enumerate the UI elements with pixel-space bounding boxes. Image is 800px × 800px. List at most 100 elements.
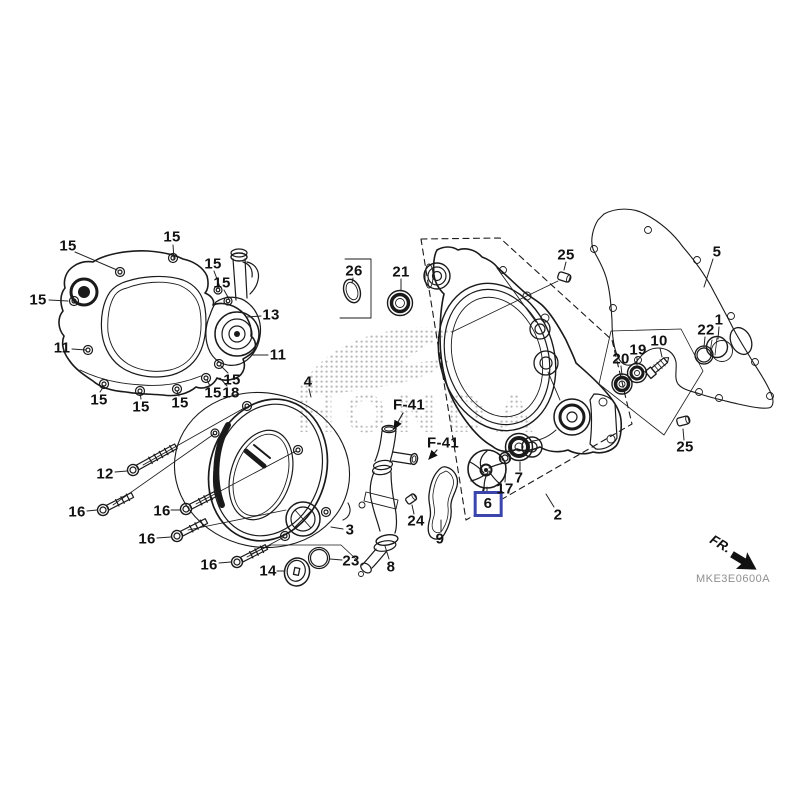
right-crankcase-cover-drawing [423, 246, 623, 458]
callout-12-14[interactable]: 12 [96, 465, 114, 483]
leader-line-24-35 [411, 504, 415, 515]
leader-line-18-13 [219, 377, 228, 387]
leader-line-17-37 [504, 465, 507, 483]
callout-15-12[interactable]: 15 [204, 384, 222, 402]
leader-line-3-21 [330, 526, 344, 530]
callout-25-32[interactable]: 25 [676, 438, 694, 456]
callout-15-4[interactable]: 15 [213, 274, 231, 292]
fr-label: FR. [707, 532, 733, 556]
clutch-cover-gasket-drawing [173, 391, 351, 549]
callout-6-36[interactable]: 6 [473, 491, 503, 517]
leader-line-15-0 [74, 251, 118, 271]
callout-24-35[interactable]: 24 [407, 512, 425, 530]
pump-gasket-9-drawing [427, 466, 459, 540]
callout-22-28[interactable]: 22 [697, 321, 715, 339]
leader-line-22-28 [703, 336, 706, 348]
leader-line-16-17 [156, 536, 172, 539]
callout-4-22[interactable]: 4 [303, 373, 313, 391]
leader-line-15-10 [139, 392, 142, 400]
leader-line-15-9 [99, 385, 105, 393]
callout-15-11[interactable]: 15 [171, 394, 189, 412]
bolt-12-drawing [126, 406, 247, 477]
callout-10-29[interactable]: 10 [650, 332, 668, 350]
callout-14-19[interactable]: 14 [259, 562, 277, 580]
oring-23-drawing [307, 546, 331, 570]
leader-line-15-1 [172, 244, 175, 260]
leader-line-15-12 [206, 379, 211, 387]
callout-21-24[interactable]: 21 [392, 263, 410, 281]
callout-23-20[interactable]: 23 [342, 552, 360, 570]
callout-11-6[interactable]: 11 [53, 339, 71, 357]
leader-line-26-23 [351, 277, 354, 284]
callout-11-7[interactable]: 11 [269, 346, 287, 364]
callout-15-10[interactable]: 15 [132, 398, 150, 416]
callout-1-27[interactable]: 1 [714, 311, 724, 329]
callout-2-39[interactable]: 2 [553, 506, 563, 524]
seal-7-drawing [504, 432, 534, 462]
callout-19-30[interactable]: 19 [629, 341, 647, 359]
honda-watermark: HONDA [296, 327, 534, 444]
callout-15-3[interactable]: 15 [204, 255, 222, 273]
gasket-5-bolt-holes [590, 226, 774, 402]
leader-line-15-3 [213, 270, 221, 288]
leader-line-10-29 [659, 347, 663, 358]
leader-line-25-32 [682, 428, 685, 441]
leader-line-15-2 [48, 299, 69, 302]
callout-15-1[interactable]: 15 [163, 228, 181, 246]
leader-line-16-15 [86, 509, 98, 512]
callout-F-41-40[interactable]: F-41 [392, 396, 426, 414]
seal-26-drawing [339, 258, 372, 319]
leader-line-25-25 [563, 261, 567, 271]
callout-8-34[interactable]: 8 [386, 558, 396, 576]
callout-16-18[interactable]: 16 [200, 556, 218, 574]
leader-line-15-4 [223, 289, 230, 300]
callout-18-13[interactable]: 18 [222, 384, 240, 402]
callout-15-9[interactable]: 15 [90, 391, 108, 409]
callout-25-25[interactable]: 25 [557, 246, 575, 264]
callout-15-0[interactable]: 15 [59, 237, 77, 255]
leader-line-15-11 [176, 390, 180, 397]
bracket-26 [339, 258, 372, 319]
leader-line-8-34 [384, 545, 390, 560]
leader-line-F-41-41 [428, 449, 438, 460]
leader-line-15-8 [220, 365, 229, 374]
leader-line-1-27 [717, 326, 720, 340]
leader-line-2-39 [545, 493, 555, 508]
callout-16-17[interactable]: 16 [138, 530, 156, 548]
pin-24-drawing [405, 493, 418, 505]
water-pipe-drawing [358, 424, 419, 577]
leader-line-11-6 [71, 348, 87, 351]
callout-16-15[interactable]: 16 [68, 503, 86, 521]
callout-16-16[interactable]: 16 [153, 502, 171, 520]
seal-21-drawing [386, 289, 414, 317]
bolt-16-drawings [96, 433, 297, 569]
callout-9-33[interactable]: 9 [435, 530, 445, 548]
callout-15-2[interactable]: 15 [29, 291, 47, 309]
leader-line-5-26 [703, 258, 714, 288]
honda-wing-icon [296, 327, 455, 395]
pin-25a-drawing [557, 271, 572, 283]
group-box-cover-2 [420, 237, 633, 521]
diagram-code: MKE3E0600A [695, 573, 771, 585]
leader-line-16-18 [218, 561, 232, 564]
callout-20-31[interactable]: 20 [612, 350, 630, 368]
shaft-10-drawing [644, 357, 670, 380]
cover-gasket-5-drawing [590, 208, 774, 409]
callout-17-37[interactable]: 17 [496, 480, 514, 498]
bearing-19-drawing [626, 362, 648, 384]
callout-5-26[interactable]: 5 [712, 243, 722, 261]
leader-line-F-41-40 [393, 412, 404, 431]
callout-3-21[interactable]: 3 [345, 521, 355, 539]
group-box-shaft [598, 328, 704, 436]
collar-1-drawing [705, 335, 733, 362]
callout-15-8[interactable]: 15 [223, 371, 241, 389]
callout-7-38[interactable]: 7 [514, 469, 524, 487]
fr-arrow-icon [730, 551, 757, 570]
callout-26-23[interactable]: 26 [345, 262, 363, 280]
callout-13-5[interactable]: 13 [262, 306, 280, 324]
pin-25a-axis [451, 280, 559, 333]
group-bracket-14-23 [250, 544, 358, 561]
callout-F-41-41[interactable]: F-41 [426, 434, 460, 452]
clutch-cover-drawing [207, 398, 332, 542]
